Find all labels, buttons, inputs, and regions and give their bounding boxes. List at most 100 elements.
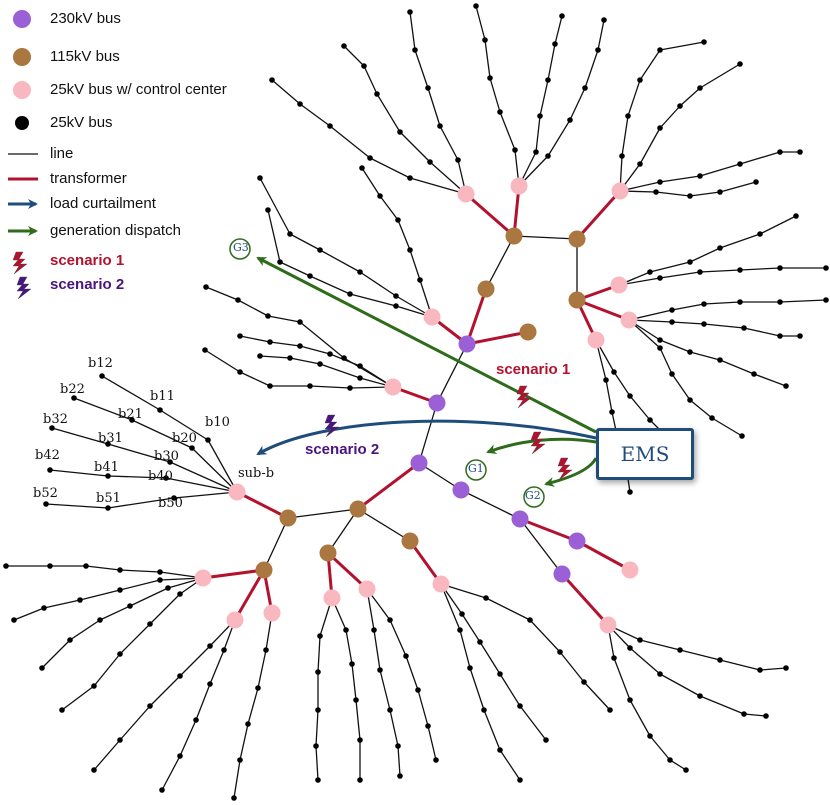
bus-25kv bbox=[477, 639, 483, 645]
line-link bbox=[239, 371, 271, 387]
line-link bbox=[119, 705, 151, 741]
bus-230kv bbox=[410, 454, 428, 472]
line-link bbox=[613, 371, 631, 397]
line-link bbox=[376, 93, 401, 133]
bus-b22-label: b22 bbox=[60, 382, 85, 397]
transformer-link bbox=[233, 568, 266, 622]
transformer-link bbox=[575, 539, 632, 572]
bus-25kv bbox=[533, 149, 539, 155]
bus-25kv-control-center bbox=[610, 276, 628, 294]
bus-25kv bbox=[347, 291, 353, 297]
bus-25kv bbox=[412, 47, 418, 53]
bus-25kv bbox=[263, 647, 269, 653]
bus-25kv bbox=[481, 707, 487, 713]
bus-25kv-control-center bbox=[226, 611, 244, 629]
bus-b51-label: b51 bbox=[96, 491, 121, 506]
line-link bbox=[659, 271, 701, 279]
generation-dispatch-arrow-g2 bbox=[544, 457, 598, 487]
line-link bbox=[73, 397, 133, 421]
bus-25kv bbox=[687, 259, 693, 265]
bus-layer bbox=[3, 3, 829, 801]
bus-25kv bbox=[697, 269, 703, 275]
bus-25kv bbox=[701, 39, 707, 45]
legend-230kv-icon bbox=[13, 10, 31, 28]
bus-b30-label: b30 bbox=[154, 449, 179, 464]
transformer-link bbox=[201, 568, 266, 580]
bus-25kv bbox=[783, 665, 789, 671]
bus-25kv bbox=[657, 337, 663, 343]
line-link bbox=[287, 508, 359, 519]
line-link bbox=[659, 347, 673, 375]
line-link bbox=[343, 45, 365, 67]
line-link bbox=[703, 323, 745, 329]
line-link bbox=[101, 375, 161, 411]
bus-25kv bbox=[783, 383, 789, 389]
line-link bbox=[659, 673, 701, 697]
line-link bbox=[739, 151, 781, 165]
line-link bbox=[327, 508, 359, 554]
line-link bbox=[479, 641, 501, 675]
line-link bbox=[309, 385, 351, 389]
bus-25kv bbox=[357, 375, 363, 381]
line-link bbox=[584, 49, 599, 89]
bus-25kv bbox=[91, 683, 97, 689]
bus-25kv bbox=[265, 313, 271, 319]
bus-25kv bbox=[237, 369, 243, 375]
line-link bbox=[719, 233, 761, 249]
line-link bbox=[317, 635, 321, 673]
bus-25kv-control-center bbox=[620, 311, 638, 329]
bus-25kv bbox=[757, 231, 763, 237]
line-link bbox=[629, 647, 661, 675]
bus-25kv bbox=[71, 395, 77, 401]
bus-25kv bbox=[687, 349, 693, 355]
bus-25kv bbox=[167, 459, 173, 465]
bus-25kv bbox=[683, 767, 689, 773]
line-link bbox=[460, 489, 521, 520]
line-link bbox=[119, 623, 151, 655]
bus-25kv bbox=[559, 13, 565, 19]
line-link bbox=[499, 111, 516, 151]
line-link bbox=[485, 597, 531, 621]
bus-25kv bbox=[147, 621, 153, 627]
bus-25kv bbox=[582, 85, 588, 91]
line-link bbox=[205, 286, 239, 301]
bus-25kv bbox=[647, 417, 653, 423]
transformer-link bbox=[560, 572, 610, 627]
line-link bbox=[739, 267, 781, 271]
line-link bbox=[315, 745, 319, 781]
bus-25kv bbox=[657, 179, 663, 185]
line-link bbox=[605, 379, 613, 413]
bus-25kv bbox=[717, 245, 723, 251]
legend-transformer: transformer bbox=[50, 170, 127, 187]
bus-25kv-control-center bbox=[510, 177, 528, 195]
bus-25kv bbox=[717, 357, 723, 363]
bus-25kv bbox=[657, 125, 663, 131]
bus-25kv bbox=[687, 193, 693, 199]
bus-25kv-control-center bbox=[423, 308, 441, 326]
legend-25kv-cc-icon bbox=[13, 81, 31, 99]
bus-25kv bbox=[267, 383, 273, 389]
bus-230kv bbox=[458, 335, 476, 353]
line-link bbox=[351, 663, 357, 701]
bus-25kv bbox=[202, 347, 208, 353]
bus-25kv bbox=[741, 711, 747, 717]
bus-b40-label: b40 bbox=[148, 469, 173, 484]
bus-25kv bbox=[237, 333, 243, 339]
transformer-link bbox=[235, 490, 290, 520]
scenario-1-bolt bbox=[557, 457, 573, 481]
bus-25kv-control-center bbox=[432, 575, 450, 593]
bus-25kv-control-center bbox=[358, 580, 376, 598]
bus-25kv bbox=[269, 77, 275, 83]
bus-25kv bbox=[777, 149, 783, 155]
line-link bbox=[519, 705, 547, 741]
line-link bbox=[149, 593, 181, 625]
bus-25kv bbox=[341, 355, 347, 361]
line-link bbox=[671, 373, 691, 401]
line-link bbox=[427, 87, 441, 127]
line-link bbox=[689, 191, 721, 197]
bus-25kv bbox=[753, 179, 759, 185]
line-link bbox=[469, 667, 485, 711]
line-link bbox=[659, 41, 705, 51]
bus-115kv bbox=[319, 544, 337, 562]
